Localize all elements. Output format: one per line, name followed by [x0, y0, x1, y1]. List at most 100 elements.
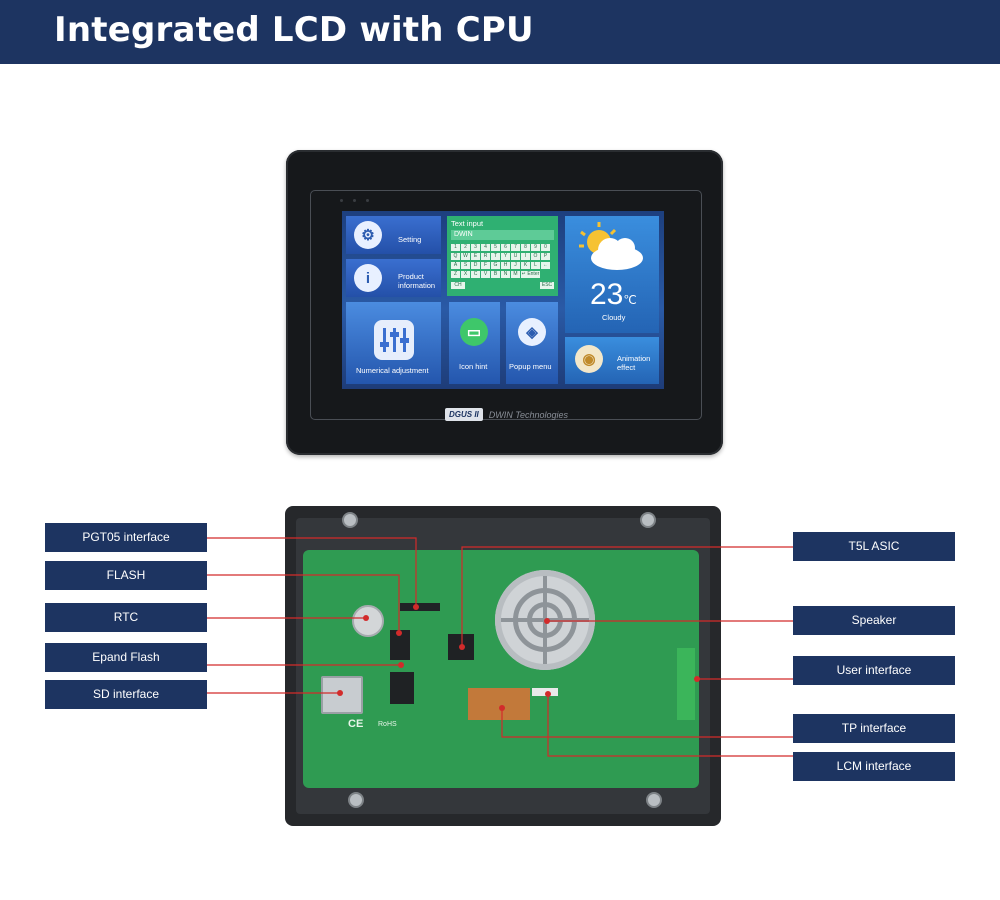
label-pgt05-interface: PGT05 interface	[45, 523, 207, 552]
pgt05-header	[400, 603, 440, 611]
tile-product-label-1: Product	[398, 272, 424, 281]
label-tp-interface: TP interface	[793, 714, 955, 743]
key[interactable]: Y	[501, 253, 510, 260]
weather-label: Cloudy	[602, 313, 626, 322]
key-ch[interactable]: CH	[451, 282, 465, 289]
popup-menu-label: Popup menu	[509, 362, 552, 371]
key[interactable]: H	[501, 262, 510, 269]
sliders-icon	[374, 320, 414, 360]
key[interactable]: Z	[451, 271, 460, 278]
numerical-label: Numerical adjustment	[356, 366, 429, 375]
screw-icon	[640, 512, 656, 528]
label-rtc: RTC	[45, 603, 207, 632]
label-user-interface: User interface	[793, 656, 955, 685]
screw-icon	[646, 792, 662, 808]
cloud-sun-icon	[579, 222, 643, 270]
t5l-asic-chip	[448, 634, 474, 660]
header-bar: Integrated LCD with CPU	[0, 0, 1000, 64]
key[interactable]: T	[491, 253, 500, 260]
user-interface-terminal	[677, 648, 695, 720]
tile-setting-label: Setting	[398, 235, 422, 244]
label-sd-interface: SD interface	[45, 680, 207, 709]
tile-product-label-2: information	[398, 281, 436, 290]
flash-chip	[390, 630, 410, 660]
label-lcm-interface: LCM interface	[793, 752, 955, 781]
tp-connector	[468, 688, 530, 720]
key[interactable]: 1	[451, 244, 460, 251]
key[interactable]: X	[461, 271, 470, 278]
key[interactable]: C	[471, 271, 480, 278]
tile-animation-effect[interactable]: ◉ Animation effect	[565, 337, 659, 384]
window-icon: ▭	[460, 318, 488, 346]
key[interactable]: U	[511, 253, 520, 260]
lcm-connector	[532, 688, 558, 696]
key[interactable]: G	[491, 262, 500, 269]
tile-popup-menu[interactable]: ◈ Popup menu	[506, 302, 558, 384]
label-flash: FLASH	[45, 561, 207, 590]
speaker-grille	[495, 570, 595, 670]
screw-icon	[342, 512, 358, 528]
key[interactable]: Q	[451, 253, 460, 260]
screw-icon	[348, 792, 364, 808]
key[interactable]: A	[451, 262, 460, 269]
key[interactable]: ←	[541, 262, 550, 269]
tile-setting[interactable]: ⚙ Setting	[346, 216, 441, 254]
text-input-title: Text input	[451, 219, 484, 228]
animation-label-1: Animation	[617, 354, 651, 363]
tile-icon-hint[interactable]: ▭ Icon hint	[449, 302, 500, 384]
key[interactable]: P	[541, 253, 550, 260]
bezel-frame-line	[310, 190, 702, 420]
label-expand-flash: Epand Flash	[45, 643, 207, 672]
key[interactable]: 3	[471, 244, 480, 251]
text-input-field[interactable]: DWIN	[451, 230, 554, 240]
key[interactable]: D	[471, 262, 480, 269]
key[interactable]: E	[471, 253, 480, 260]
key[interactable]: 8	[521, 244, 530, 251]
temperature-readout: 23℃	[590, 278, 637, 311]
gear-icon: ⚙	[354, 221, 382, 249]
key[interactable]: O	[531, 253, 540, 260]
key[interactable]: K	[521, 262, 530, 269]
key[interactable]: 7	[511, 244, 520, 251]
sd-card-slot	[321, 676, 363, 714]
key[interactable]: V	[481, 271, 490, 278]
label-t5l-asic: T5L ASIC	[793, 532, 955, 561]
key[interactable]: 2	[461, 244, 470, 251]
key[interactable]: L	[531, 262, 540, 269]
key[interactable]: 4	[481, 244, 490, 251]
layers-icon: ◈	[518, 318, 546, 346]
animation-label-2: effect	[617, 363, 636, 372]
info-icon: i	[354, 264, 382, 292]
key[interactable]: 9	[531, 244, 540, 251]
key[interactable]: R	[481, 253, 490, 260]
label-speaker: Speaker	[793, 606, 955, 635]
key[interactable]: 0	[541, 244, 550, 251]
key[interactable]: I	[521, 253, 530, 260]
key[interactable]: B	[491, 271, 500, 278]
tile-numerical-adjustment[interactable]: Numerical adjustment	[346, 302, 441, 384]
tile-product-information[interactable]: i Product information	[346, 259, 441, 297]
key[interactable]: N	[501, 271, 510, 278]
key[interactable]: S	[461, 262, 470, 269]
key[interactable]: F	[481, 262, 490, 269]
key-esc[interactable]: ESC	[540, 282, 554, 289]
key[interactable]: J	[511, 262, 520, 269]
icon-hint-label: Icon hint	[459, 362, 488, 371]
key[interactable]: W	[461, 253, 470, 260]
ce-mark: CE	[348, 718, 364, 730]
dwin-logo-text: DWIN Technologies	[488, 409, 568, 420]
key[interactable]: M	[511, 271, 520, 278]
key[interactable]: 6	[501, 244, 510, 251]
page-title: Integrated LCD with CPU	[54, 10, 534, 50]
sensor-dots	[340, 187, 379, 206]
key-enter[interactable]: ↵ Enter	[521, 271, 540, 278]
key[interactable]: 5	[491, 244, 500, 251]
tile-weather[interactable]: 23℃ Cloudy	[565, 216, 659, 333]
pcb-board	[303, 550, 699, 788]
animation-icon: ◉	[575, 345, 603, 373]
